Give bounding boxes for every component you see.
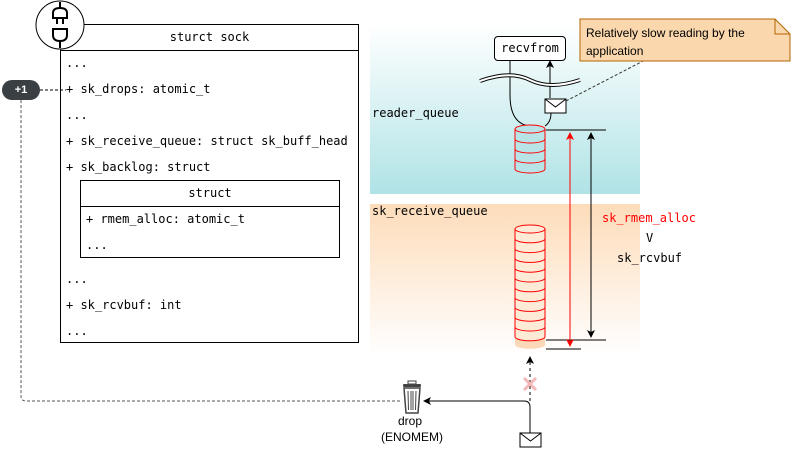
database-segment xyxy=(514,297,546,303)
sock-field-sk-backlog: + sk_backlog: struct xyxy=(66,160,211,174)
drop-to-counter-connector xyxy=(20,100,400,402)
database-segment xyxy=(514,158,546,164)
sock-struct-title: sturct sock xyxy=(60,24,359,51)
recvfrom-loop-right xyxy=(544,112,552,127)
sock-field: ... xyxy=(66,324,88,338)
database-segment xyxy=(514,287,546,293)
database-segment xyxy=(514,258,546,263)
database-top xyxy=(514,124,546,134)
comparison-lhs: sk_rmem_alloc xyxy=(602,211,696,225)
database-top xyxy=(514,224,546,234)
sock-field-sk-drops: + sk_drops: atomic_t xyxy=(66,82,211,96)
database-segment xyxy=(514,317,546,322)
database-segment xyxy=(514,148,546,154)
database-segment xyxy=(514,277,546,283)
backlog-field: ... xyxy=(86,238,108,252)
database-body xyxy=(514,229,546,342)
note-box xyxy=(579,18,791,62)
drop-label: drop xyxy=(398,414,423,428)
sock-field-sk-rcvbuf: + sk_rcvbuf: int xyxy=(66,298,182,312)
envelope-icon xyxy=(544,98,567,114)
database-segment xyxy=(514,248,546,254)
drop-path-arrow xyxy=(423,397,531,433)
plug-icon xyxy=(35,0,85,50)
note-fold xyxy=(774,19,790,35)
note-text: Relatively slow reading by the applicati… xyxy=(586,26,745,58)
reader-queue-database-icon xyxy=(514,124,546,174)
database-segment xyxy=(514,268,546,273)
backlog-field-rmem-alloc: + rmem_alloc: atomic_t xyxy=(86,212,245,226)
sock-field: ... xyxy=(66,56,88,70)
database-segment xyxy=(514,307,546,312)
receive-queue-region xyxy=(370,204,640,356)
receive-queue-label: sk_receive_queue xyxy=(372,204,488,218)
backlog-struct-box xyxy=(80,180,340,258)
sock-field-sk-receive-queue: + sk_receive_queue: struct sk_buff_head xyxy=(66,134,348,148)
recvfrom-box: recvfrom xyxy=(494,36,566,61)
reader-queue-label: reader_queue xyxy=(372,106,459,120)
recvfrom-loop-left xyxy=(509,61,531,127)
incoming-envelope-icon xyxy=(519,432,542,448)
comparison-operator: V xyxy=(646,231,654,245)
database-segment xyxy=(514,238,546,244)
blocked-x-icon xyxy=(522,376,538,392)
break-symbol xyxy=(479,73,581,87)
receive-queue-database-icon xyxy=(514,224,546,349)
comparison-rhs: sk_rcvbuf xyxy=(617,251,683,265)
database-segment xyxy=(514,326,546,332)
drop-counter-badge: +1 xyxy=(2,80,40,100)
database-body xyxy=(514,129,546,174)
sock-field: ... xyxy=(66,108,88,122)
sock-field: ... xyxy=(66,272,88,286)
drop-reason: (ENOMEM) xyxy=(381,430,443,444)
backlog-struct-title: struct xyxy=(80,180,340,207)
trash-icon xyxy=(403,380,421,414)
database-segment xyxy=(514,138,546,144)
